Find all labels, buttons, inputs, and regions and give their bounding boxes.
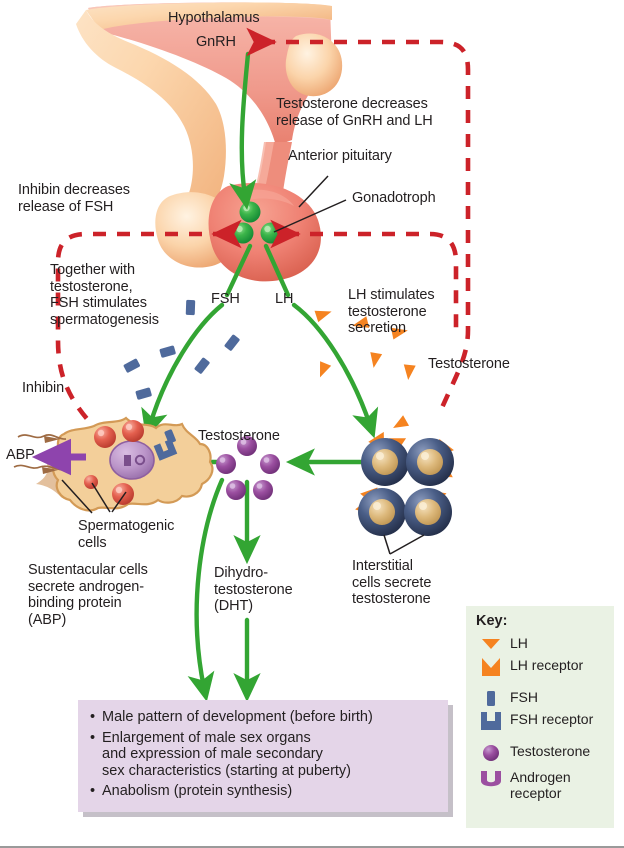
key-row-lh: LH	[466, 634, 614, 656]
key-box: Key: LH LH receptor FSH	[466, 606, 614, 828]
label-testosterone-right: Testosterone	[428, 356, 510, 372]
spermatogenic-cells	[84, 420, 144, 505]
label-abp: ABP	[6, 447, 35, 463]
anterior-pituitary-leader	[298, 175, 329, 208]
leader-lines	[61, 175, 425, 555]
lh-stem	[263, 243, 291, 298]
gnrh-arrow	[229, 51, 257, 210]
key-label-lh: LH	[510, 635, 528, 651]
interstitial-cell	[404, 488, 452, 536]
androgen-receptor-icon	[478, 768, 504, 790]
key-row-fsh-receptor: FSH receptor	[466, 710, 614, 732]
sustentacular-cell-illustration	[13, 416, 214, 512]
label-interstitial-cells: Interstitial cells secrete testosterone	[352, 558, 432, 607]
gonadotroph-leader	[273, 199, 347, 233]
label-lh: LH	[275, 291, 294, 307]
sperm-head	[42, 467, 58, 474]
label-inhibin-feedback: Inhibin decreases release of FSH	[18, 182, 130, 215]
label-inhibin: Inhibin	[22, 380, 65, 396]
label-gonadotroph: Gonadotroph	[352, 190, 436, 206]
interstitial-leader-2	[389, 534, 425, 555]
label-testosterone-center: Testosterone	[198, 428, 280, 444]
effects-list: Male pattern of development (before birt…	[78, 700, 448, 800]
sperm-head	[44, 436, 60, 443]
testosterone-cluster	[216, 436, 280, 500]
effect-item: Male pattern of development (before birt…	[90, 709, 438, 726]
fsh-receptor-icon	[478, 710, 504, 732]
interstitial-leader-1	[383, 534, 391, 555]
effect-item: Anabolism (protein synthesis)	[90, 783, 438, 800]
spermatogenic-leader-2	[111, 491, 127, 513]
key-label-androgen-receptor: Androgen receptor	[510, 769, 571, 801]
key-label-fsh: FSH	[510, 689, 538, 705]
fsh-receptor-on-cell	[153, 429, 178, 461]
interstitial-cell	[406, 438, 454, 486]
label-fsh: FSH	[211, 291, 240, 307]
gonadotroph-cells	[232, 201, 282, 244]
key-label-lh-receptor: LH receptor	[510, 657, 584, 673]
label-anterior-pituitary: Anterior pituitary	[288, 148, 392, 164]
lh-triangle-icon	[478, 634, 504, 656]
fsh-bar-icon	[478, 688, 504, 710]
effect-item: Enlargement of male sex organs and expre…	[90, 730, 438, 780]
spermatogenic-leader-1	[91, 482, 111, 513]
effects-box: Male pattern of development (before birt…	[78, 700, 448, 812]
key-label-testosterone: Testosterone	[510, 743, 591, 759]
key-row-lh-receptor: LH receptor	[466, 656, 614, 678]
label-spermatogenic-cells: Spermatogenic cells	[78, 518, 175, 551]
sustentacular-leader	[61, 479, 93, 514]
label-testosterone-negative-feedback: Testosterone decreases release of GnRH a…	[276, 96, 433, 129]
fsh-stem	[224, 243, 253, 298]
testosterone-sphere-icon	[478, 742, 504, 764]
label-gnrh: GnRH	[196, 34, 236, 50]
label-fsh-spermatogenesis: Together with testosterone, FSH stimulat…	[50, 262, 159, 328]
key-title: Key:	[476, 613, 508, 629]
key-row-testosterone: Testosterone	[466, 742, 614, 764]
label-dht: Dihydro- testosterone (DHT)	[214, 565, 293, 614]
lh-receptor-icon	[478, 656, 504, 678]
interstitial-cell	[361, 431, 409, 486]
label-hypothalamus: Hypothalamus	[168, 10, 260, 26]
interstitial-cell	[355, 487, 406, 536]
key-row-fsh: FSH	[466, 688, 614, 710]
label-lh-stimulates: LH stimulates testosterone secretion	[348, 287, 435, 336]
label-sustentacular-cells: Sustentacular cells secrete androgen- bi…	[28, 562, 148, 628]
key-label-fsh-receptor: FSH receptor	[510, 711, 594, 727]
key-row-androgen-receptor: Androgen receptor	[466, 768, 614, 802]
fsh-to-sustentacular-arrow	[141, 302, 225, 439]
interstitial-cells-illustration	[355, 415, 454, 536]
